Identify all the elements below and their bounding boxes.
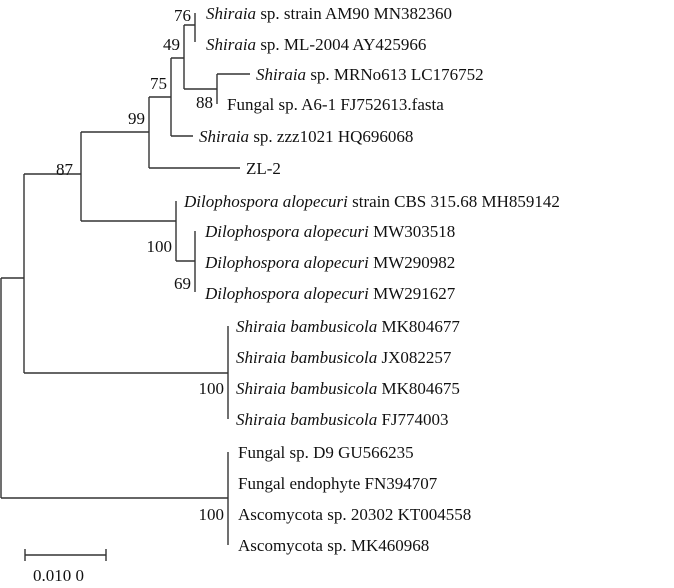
- branches: [0, 13, 250, 545]
- leaf-accession: sp. zzz1021 HQ696068: [249, 127, 413, 146]
- leaf-label: Ascomycota sp. MK460968: [238, 536, 429, 555]
- leaf-label: Shiraia sp. MRNo613 LC176752: [256, 65, 484, 84]
- leaf-accession: MW290982: [369, 253, 455, 272]
- leaf-label: Shiraia bambusicola MK804675: [236, 379, 460, 398]
- bootstrap-87: 87: [56, 160, 74, 179]
- leaf-label: Shiraia sp. zzz1021 HQ696068: [199, 127, 413, 146]
- leaf-label: Shiraia sp. strain AM90 MN382360: [206, 4, 452, 23]
- leaf-accession: Fungal endophyte FN394707: [238, 474, 438, 493]
- leaf-genus: Shiraia: [206, 35, 256, 54]
- leaf-accession: sp. MRNo613 LC176752: [306, 65, 484, 84]
- leaf-label: ZL-2: [246, 159, 281, 178]
- bootstrap-88: 88: [196, 93, 213, 112]
- bootstrap-100-fungal: 100: [199, 505, 225, 524]
- leaf-accession: FJ774003: [377, 410, 448, 429]
- leaf-genus: Dilophospora alopecuri: [204, 222, 369, 241]
- bootstrap-99: 99: [128, 109, 145, 128]
- leaf-accession: sp. strain AM90 MN382360: [256, 4, 452, 23]
- scale-label: 0.010 0: [33, 566, 84, 585]
- bootstrap-76: 76: [174, 6, 191, 25]
- leaf-genus: Shiraia: [256, 65, 306, 84]
- leaf-label: Ascomycota sp. 20302 KT004558: [238, 505, 471, 524]
- leaf-accession: Ascomycota sp. MK460968: [238, 536, 429, 555]
- leaf-accession: Ascomycota sp. 20302 KT004558: [238, 505, 471, 524]
- leaf-label: Fungal endophyte FN394707: [238, 474, 438, 493]
- bootstrap-100-dilophospora: 100: [147, 237, 173, 256]
- bootstrap-100-bambusicola: 100: [199, 379, 225, 398]
- leaf-genus: Shiraia: [199, 127, 249, 146]
- leaf-accession: Fungal sp. D9 GU566235: [238, 443, 414, 462]
- bootstrap-values: 76 49 88 75 99 87 100 69 100 100: [56, 6, 224, 524]
- leaf-accession: MW291627: [369, 284, 456, 303]
- leaf-genus: Dilophospora alopecuri: [204, 284, 369, 303]
- bootstrap-69: 69: [174, 274, 191, 293]
- leaf-accession: JX082257: [377, 348, 452, 367]
- leaf-genus: Dilophospora alopecuri: [204, 253, 369, 272]
- leaf-accession: ZL-2: [246, 159, 281, 178]
- leaf-genus: Dilophospora alopecuri: [183, 192, 348, 211]
- leaf-label: Dilophospora alopecuri MW291627: [204, 284, 456, 303]
- leaf-labels: Shiraia sp. strain AM90 MN382360Shiraia …: [183, 4, 560, 555]
- leaf-accession: sp. ML-2004 AY425966: [256, 35, 426, 54]
- leaf-label: Dilophospora alopecuri strain CBS 315.68…: [183, 192, 560, 211]
- leaf-label: Shiraia bambusicola FJ774003: [236, 410, 449, 429]
- leaf-genus: Shiraia bambusicola: [236, 410, 377, 429]
- leaf-label: Shiraia bambusicola JX082257: [236, 348, 452, 367]
- leaf-label: Dilophospora alopecuri MW290982: [204, 253, 455, 272]
- leaf-label: Fungal sp. A6-1 FJ752613.fasta: [227, 95, 444, 114]
- leaf-accession: strain CBS 315.68 MH859142: [348, 192, 560, 211]
- leaf-label: Fungal sp. D9 GU566235: [238, 443, 414, 462]
- leaf-accession: Fungal sp. A6-1 FJ752613.fasta: [227, 95, 444, 114]
- leaf-label: Shiraia bambusicola MK804677: [236, 317, 460, 336]
- leaf-label: Dilophospora alopecuri MW303518: [204, 222, 455, 241]
- leaf-accession: MK804675: [377, 379, 460, 398]
- bootstrap-49: 49: [163, 35, 180, 54]
- scale-bar: 0.010 0: [24, 549, 107, 585]
- leaf-label: Shiraia sp. ML-2004 AY425966: [206, 35, 426, 54]
- leaf-accession: MK804677: [377, 317, 460, 336]
- leaf-genus: Shiraia bambusicola: [236, 348, 377, 367]
- leaf-genus: Shiraia bambusicola: [236, 317, 377, 336]
- leaf-genus: Shiraia bambusicola: [236, 379, 377, 398]
- bootstrap-75: 75: [150, 74, 167, 93]
- leaf-genus: Shiraia: [206, 4, 256, 23]
- leaf-accession: MW303518: [369, 222, 455, 241]
